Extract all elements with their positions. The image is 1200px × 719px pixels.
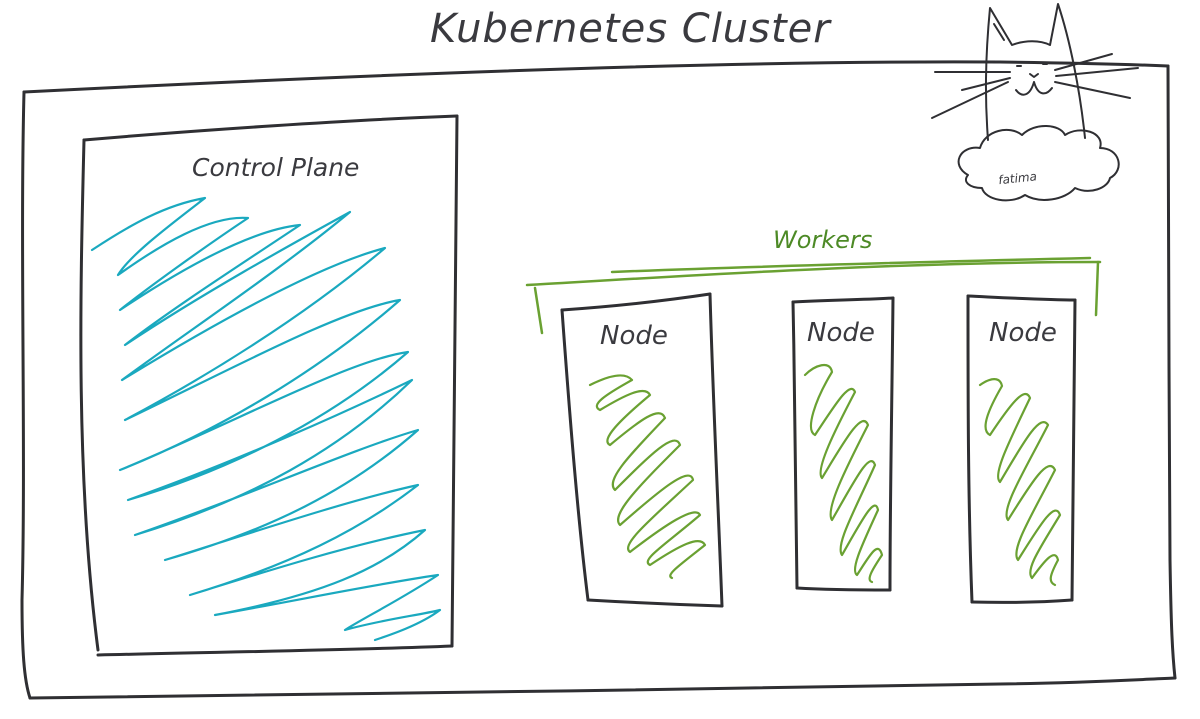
workers-group: Workers [525,226,1102,335]
control-plane-fill [90,196,442,642]
diagram-title: Kubernetes Cluster [430,6,832,52]
control-plane: Control Plane [79,114,459,657]
cluster-boundary [20,60,1177,700]
cat-signature: fatima [998,169,1038,187]
worker-node-2: Node [791,296,895,592]
control-plane-label: Control Plane [192,153,359,182]
node-3-fill [978,378,1062,587]
node-1-fill [588,374,707,580]
worker-node-3: Node [966,294,1077,604]
workers-label: Workers [773,226,872,254]
node-2-label: Node [807,318,875,348]
node-2-fill [803,363,884,584]
node-1-label: Node [600,321,668,351]
cat-mascot-icon: fatima [931,3,1139,202]
node-3-label: Node [989,318,1057,348]
worker-node-1: Node [560,292,724,608]
